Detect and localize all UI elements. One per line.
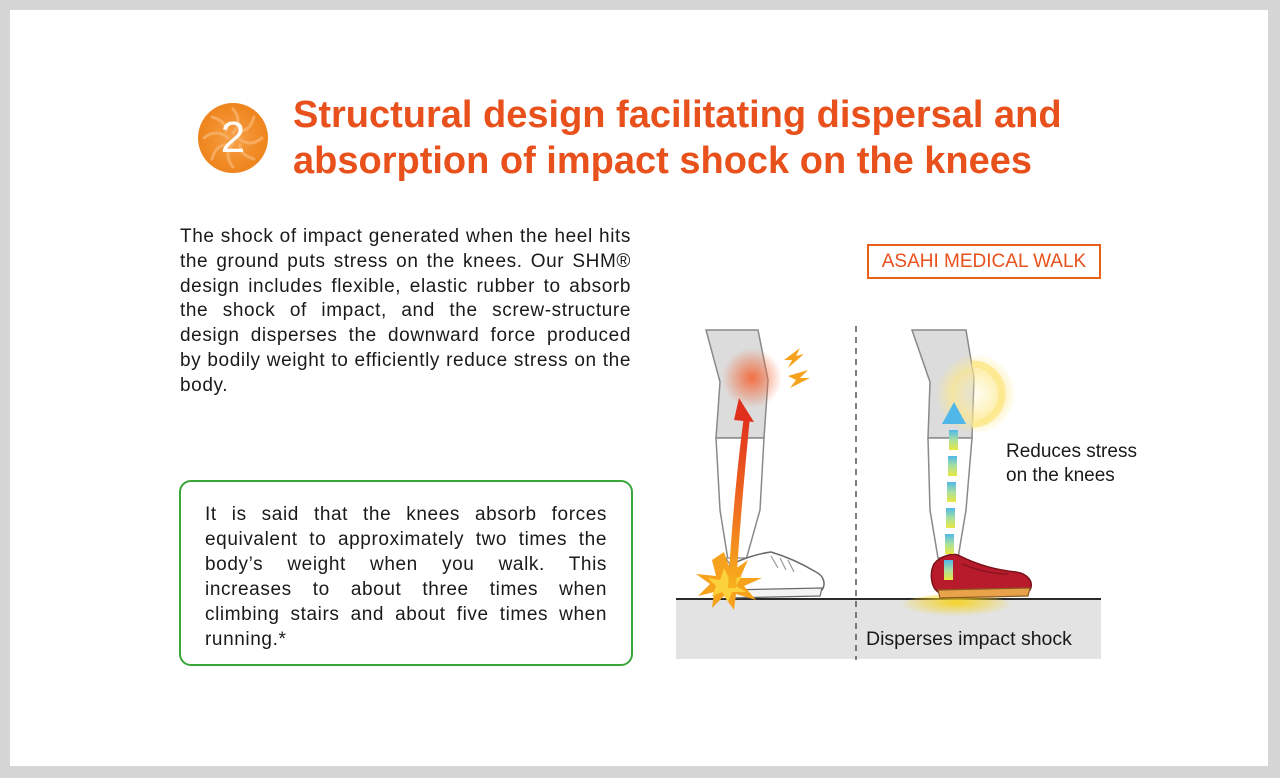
reduces-stress-label: Reduces stress on the knees	[1006, 441, 1137, 486]
note-box: It is said that the knees absorb forces …	[179, 480, 633, 666]
floor-dispersal-glow	[898, 594, 1014, 622]
knee-pain-glow	[722, 348, 782, 408]
title-line-1: Structural design facilitating dispersal…	[293, 94, 1062, 136]
brand-label: ASAHI MEDICAL WALK	[867, 244, 1101, 279]
step-number: 2	[220, 113, 246, 162]
force-arrow-icon	[728, 398, 754, 588]
title-line-2: absorption of impact shock on the knees	[293, 140, 1033, 182]
knee-relief-glow	[971, 360, 1006, 428]
knee-impact-illustration	[676, 326, 1101, 660]
note-text: It is said that the knees absorb forces …	[205, 504, 607, 650]
description-text: The shock of impact generated when the h…	[180, 226, 631, 396]
leather-shoe	[930, 553, 1032, 599]
floor-area	[676, 599, 1101, 659]
swirl-pattern-icon	[202, 107, 264, 169]
disperses-shock-label: Disperses impact shock	[866, 628, 1072, 650]
dashed-force-arrow-icon	[942, 402, 966, 580]
step-number-badge: 2	[198, 103, 268, 173]
lightning-bolt-icon	[784, 348, 810, 388]
page-title: Structural design facilitating dispersal…	[293, 92, 1113, 184]
